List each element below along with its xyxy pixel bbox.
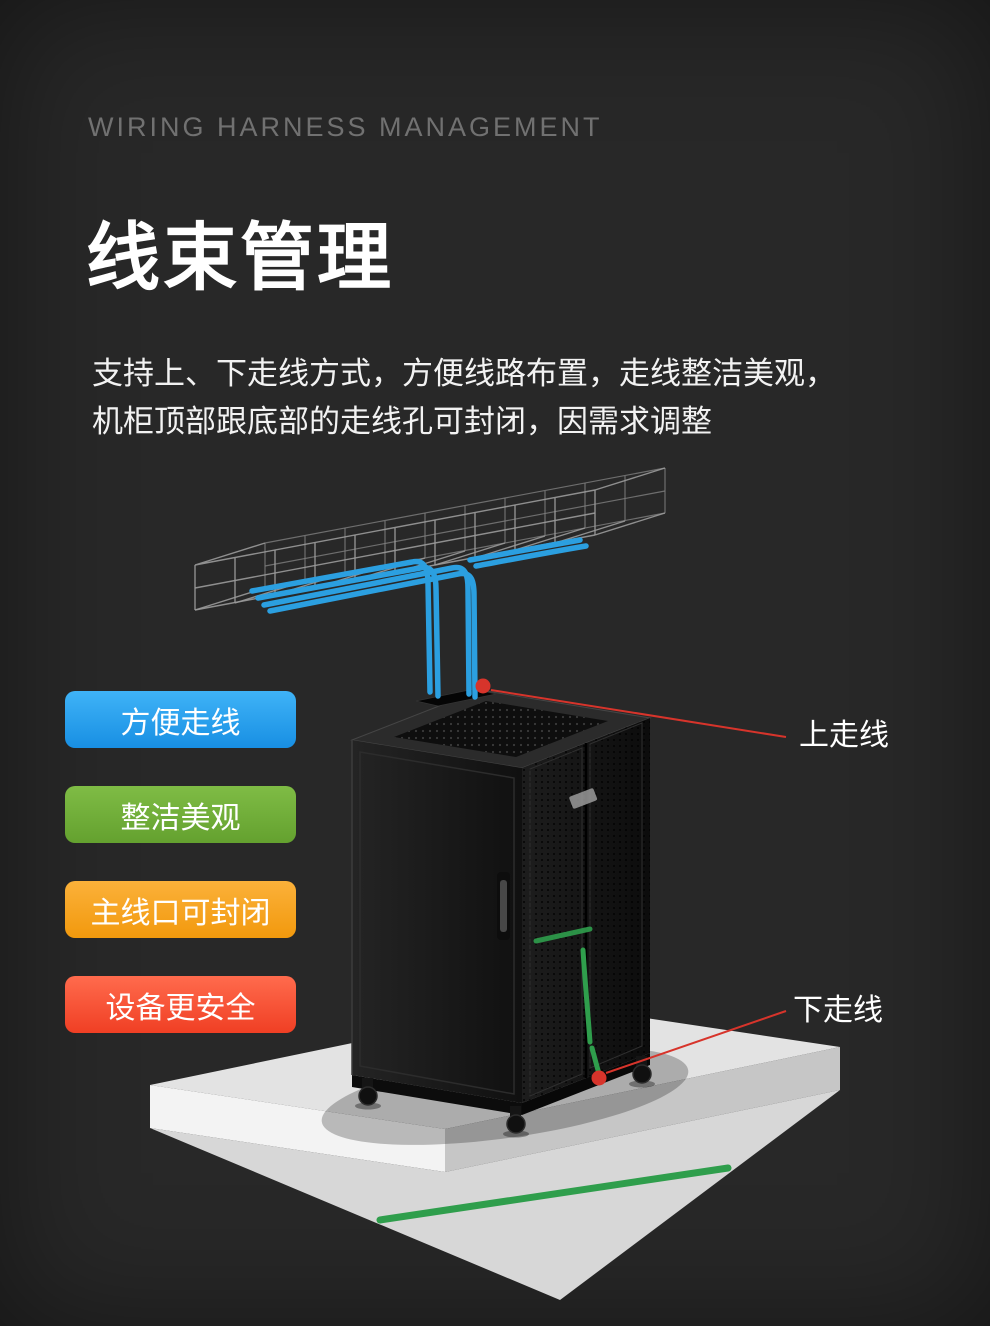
feature-badge-label: 整洁美观 [120,801,241,835]
subtitle-english: WIRING HARNESS MANAGEMENT [88,112,603,142]
description-line-1: 支持上、下走线方式，方便线路布置，走线整洁美观， [92,356,836,391]
green-cable-exit [589,1045,602,1077]
description-line-2: 机柜顶部跟底部的走线孔可封闭，因需求调整 [92,404,712,439]
feature-badge-equipment-safety: 设备更安全 [65,976,296,1033]
feature-badge-label: 设备更安全 [105,991,256,1025]
callout-label-top-routing: 上走线 [799,719,889,752]
green-cable-inside [533,926,593,944]
green-cable-floor [376,1164,732,1224]
callout-dot-top [475,678,491,694]
cabinet-casters [355,1056,655,1138]
description: 支持上、下走线方式，方便线路布置，走线整洁美观， 机柜顶部跟底部的走线孔可封闭，… [92,350,836,446]
cabinet-front-door [351,740,522,1103]
callout-line-bottom [605,1010,787,1074]
callout-label-bottom-routing: 下走线 [793,994,883,1027]
feature-badge-label: 方便走线 [120,706,241,740]
page-title: 线束管理 [86,216,394,299]
callout-dot-bottom [591,1070,607,1086]
callout-bottom-routing [591,1010,787,1086]
green-cable-strap [580,947,593,1045]
blue-cable-bundle [249,537,589,700]
feature-badge-neat-appearance: 整洁美观 [65,786,296,843]
cabinet-side-door [522,718,650,1103]
brand-badge [569,788,598,809]
callout-line-top [490,689,787,738]
server-cabinet [350,688,655,1138]
callout-top-routing [475,678,787,738]
feature-badge-label: 主线口可封闭 [90,896,271,930]
feature-badge-sealable-port: 主线口可封闭 [65,881,296,938]
feature-badge-easy-routing: 方便走线 [65,691,296,748]
